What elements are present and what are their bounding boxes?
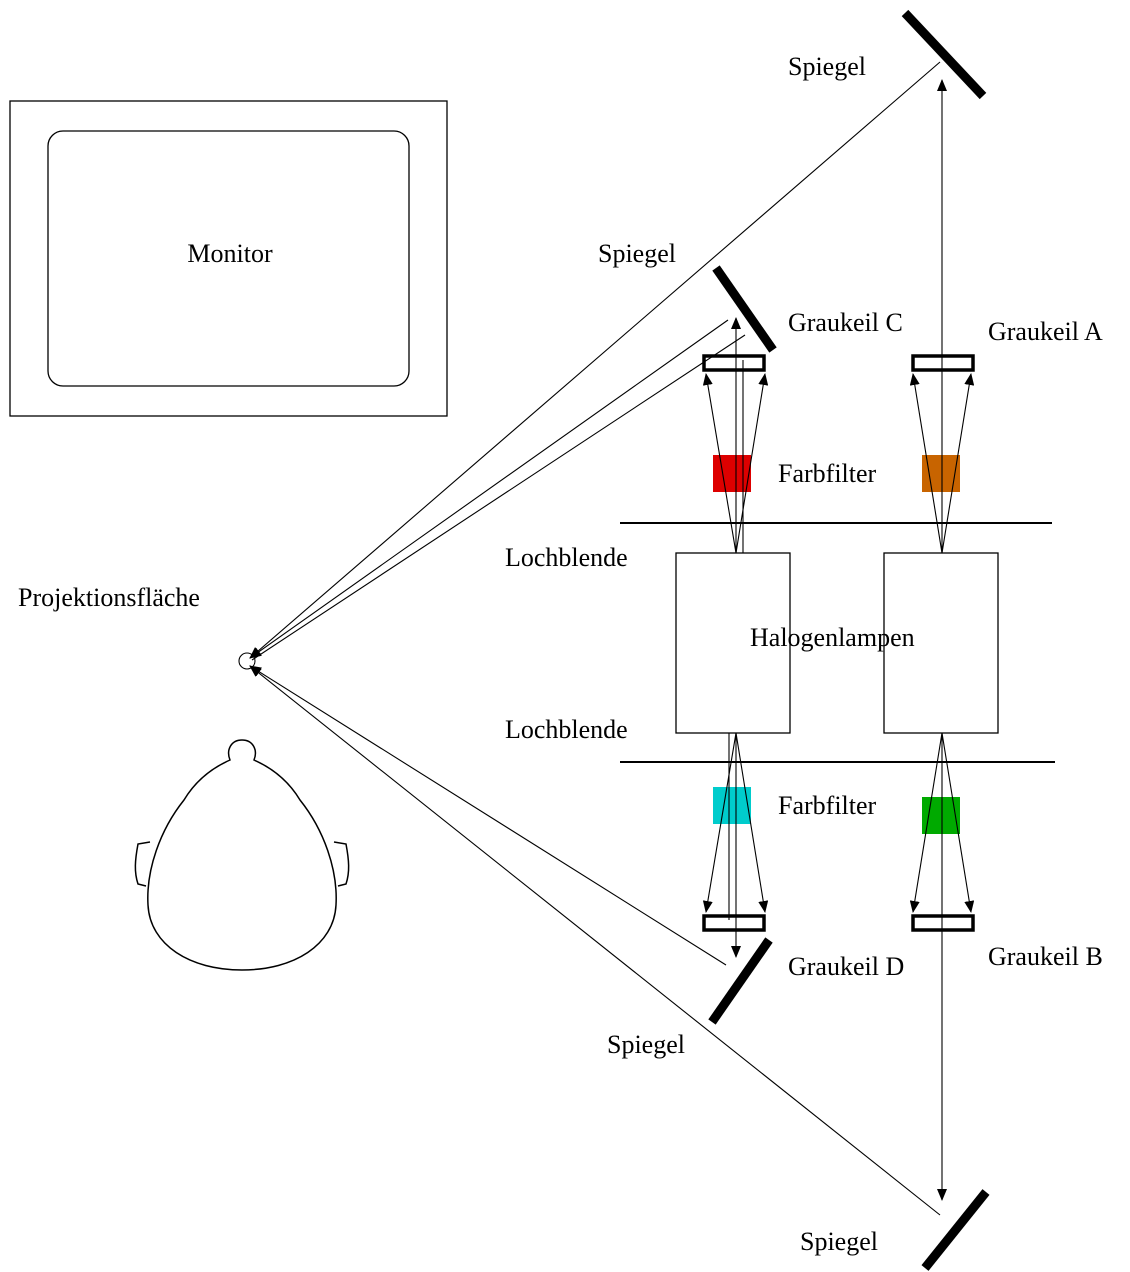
mirror-label-bottom-left: Spiegel	[607, 1030, 685, 1059]
color-filter-top-right	[922, 455, 960, 492]
rays-upper-left-lamp	[702, 317, 769, 554]
right-ear	[333, 841, 350, 887]
mirror-top-left	[712, 265, 777, 353]
color-filter-label-top: Farbfilter	[778, 459, 877, 488]
left-ear	[134, 841, 151, 887]
projection-surface-label: Projektionsfläche	[18, 583, 200, 612]
pinhole-label-bottom: Lochblende	[505, 715, 628, 744]
gray-wedge-b-label: Graukeil B	[988, 942, 1103, 971]
halogen-lamps-label: Halogenlampen	[750, 623, 915, 652]
gray-wedge-c-label: Graukeil C	[788, 308, 903, 337]
monitor-screen	[47, 130, 410, 387]
projection-point	[238, 652, 256, 670]
mirror-bottom-right	[921, 1189, 990, 1271]
mirror-bottom-left	[708, 937, 773, 1025]
pinhole-label-top: Lochblende	[505, 543, 628, 572]
color-filter-bottom-left	[713, 787, 751, 824]
rays-lower-left-lamp	[702, 732, 769, 958]
mirror-label-top-right: Spiegel	[788, 52, 866, 81]
gray-wedge-a-label: Graukeil A	[988, 317, 1103, 346]
halogen-lamp-left	[675, 552, 791, 734]
halogen-lamp-right	[883, 552, 999, 734]
gray-wedge-d	[702, 914, 766, 932]
gray-wedge-c	[702, 354, 766, 372]
rays-lower-right-lamp	[909, 732, 975, 1201]
mirror-label-bottom-right: Spiegel	[800, 1227, 878, 1256]
color-filter-top-left	[713, 455, 751, 492]
gray-wedge-a	[911, 354, 975, 372]
monitor-label: Monitor	[187, 239, 273, 268]
reflected-rays	[249, 61, 941, 1216]
gray-wedge-d-label: Graukeil D	[788, 952, 904, 981]
mirror-top-right	[901, 9, 987, 100]
gray-wedge-b	[911, 914, 975, 932]
head-outline	[147, 739, 337, 971]
mirror-label-top-left: Spiegel	[598, 239, 676, 268]
monitor: Monitor	[9, 100, 448, 417]
rays-upper-right-lamp	[909, 79, 975, 554]
observer-head	[134, 739, 350, 971]
color-filter-bottom-right	[922, 797, 960, 834]
color-filter-label-bottom: Farbfilter	[778, 791, 877, 820]
